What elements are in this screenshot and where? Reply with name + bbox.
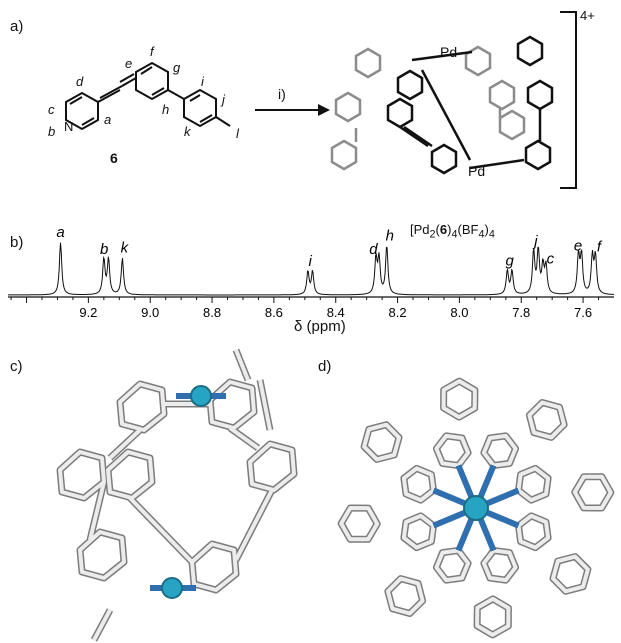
complex-bold-6: 6 (439, 222, 448, 237)
aromatic-ring (549, 553, 592, 595)
complex-part-1: [Pd (410, 222, 430, 237)
peak-label-d: d (369, 241, 378, 258)
proton-label-h: h (162, 102, 170, 117)
aromatic-ring (400, 464, 437, 504)
proton-label-f: f (150, 44, 154, 59)
pd-n-bond (432, 487, 478, 511)
proton-label-i: i (201, 74, 204, 89)
complex-sub-3: 4 (478, 228, 485, 241)
aromatic-ring (401, 513, 436, 550)
aromatic-ring (481, 433, 518, 468)
aromatic-ring (441, 379, 477, 420)
pd-n-bond (455, 464, 479, 510)
proton-label-e: e (125, 56, 133, 71)
peak-label-e: e (574, 238, 582, 255)
proton-label-k: k (184, 124, 191, 139)
x-tick-label: 9.2 (79, 305, 97, 320)
aromatic-ring (432, 432, 472, 469)
aromatic-ring (337, 504, 381, 543)
x-tick-label: 7.8 (512, 305, 530, 320)
peak-label-a: a (56, 224, 64, 241)
pd-n-bond (474, 487, 520, 511)
aromatic-ring (432, 547, 472, 584)
panel-label-a: a) (10, 18, 24, 35)
x-axis-title: δ (ppm) (294, 318, 346, 335)
aromatic-ring (516, 466, 551, 503)
aromatic-ring (527, 400, 567, 440)
ring-nitrogen-label: N (64, 119, 74, 134)
pd-n-bond (455, 506, 479, 552)
complex-part-3: ) (484, 222, 489, 237)
aromatic-ring (385, 576, 425, 616)
complex-formula-label: [Pd2(6)4(BF4)4 (410, 222, 495, 241)
aromatic-ring (400, 512, 437, 552)
peak-label-f: f (597, 239, 603, 256)
aromatic-ring (360, 421, 403, 463)
aromatic-ring (551, 554, 590, 594)
aromatic-ring (481, 548, 518, 583)
x-tick-label: 9.0 (141, 305, 159, 320)
peak-label-b: b (100, 241, 108, 258)
pd-n-bond (432, 505, 478, 529)
complex-sub-4: 4 (488, 228, 495, 241)
peak-label-c: c (547, 251, 555, 268)
proton-label-l: l (236, 126, 239, 141)
x-tick-label: 8.2 (389, 305, 407, 320)
aromatic-ring (516, 513, 551, 550)
peak-label-h: h (386, 228, 394, 245)
aromatic-ring (525, 399, 568, 441)
pd-n-bond (473, 506, 497, 552)
aromatic-ring (571, 473, 615, 512)
aromatic-ring (434, 548, 471, 583)
panel-label-b: b) (10, 234, 24, 251)
proton-label-a: a (104, 112, 112, 127)
aromatic-ring (515, 512, 552, 552)
aromatic-ring (339, 506, 380, 542)
aromatic-ring (515, 464, 552, 504)
x-tick-label: 8.8 (203, 305, 221, 320)
pd-n-bond (474, 505, 520, 529)
reaction-step-label: i) (278, 86, 286, 102)
proton-label-g: g (173, 60, 181, 75)
aromatic-ring (480, 432, 520, 469)
proton-label-c: c (48, 102, 55, 117)
aromatic-ring (362, 422, 401, 462)
complex-part-2: (BF (457, 222, 479, 237)
x-tick-label: 7.6 (574, 305, 592, 320)
aromatic-ring (572, 474, 613, 510)
compound-number-label: 6 (110, 150, 118, 166)
peak-label-k: k (121, 240, 130, 257)
aromatic-ring (401, 466, 436, 503)
pd-atom-bottom: Pd (468, 163, 486, 179)
aromatic-ring (475, 596, 511, 637)
aromatic-ring (480, 547, 520, 584)
x-tick-label: 8.0 (450, 305, 468, 320)
charge-label: 4+ (580, 8, 595, 23)
aromatic-ring (434, 433, 471, 468)
complex-sub-2: 4 (451, 228, 458, 241)
peak-label-g: g (505, 252, 514, 269)
aromatic-ring (384, 575, 427, 617)
proton-label-d: d (76, 74, 84, 89)
peak-label-i: i (309, 253, 313, 270)
x-tick-label: 8.6 (265, 305, 283, 320)
aromatic-ring (440, 377, 479, 421)
panel-label-c: c) (10, 358, 23, 375)
proton-label-j: j (222, 92, 225, 107)
panel-label-d: d) (318, 358, 332, 375)
complex-sub-1: 2 (429, 228, 436, 241)
proton-label-b: b (48, 124, 56, 139)
pd-n-bond (473, 464, 497, 510)
aromatic-ring (473, 595, 512, 639)
peak-label-j: j (532, 233, 538, 250)
pd-atom-top: Pd (440, 44, 458, 60)
spectrum-trace (8, 242, 614, 296)
